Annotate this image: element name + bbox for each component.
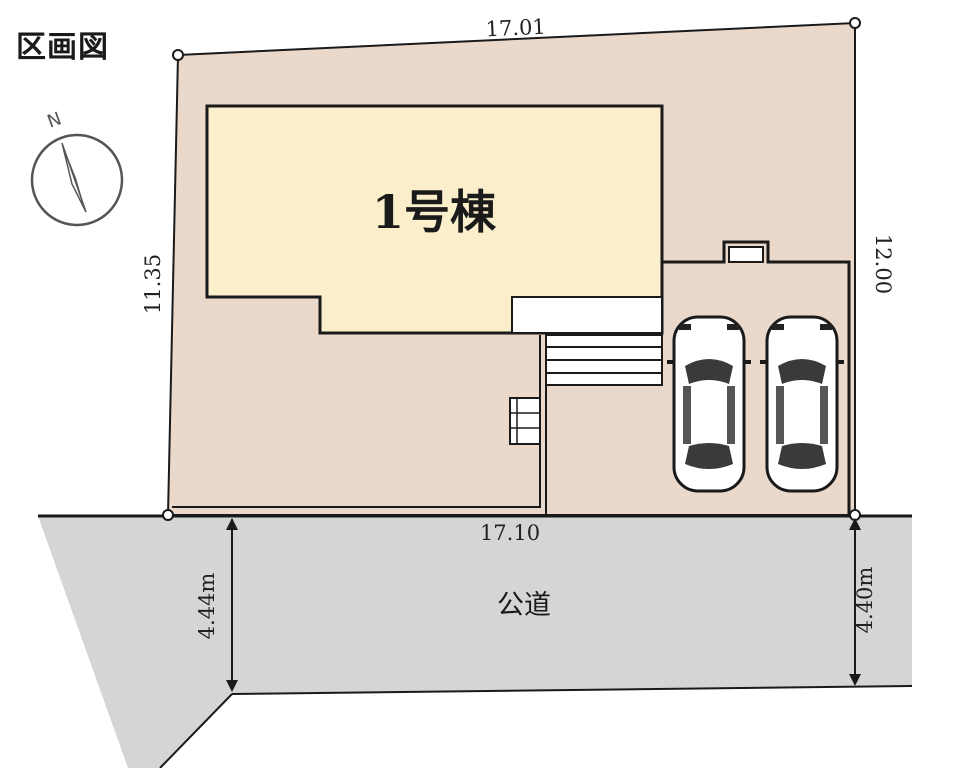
- road-width-left-line: [226, 518, 238, 692]
- lot-inner-line: [172, 335, 541, 508]
- building-label: 1号棟: [372, 185, 497, 239]
- page-title: 区画図: [16, 30, 109, 65]
- north-arrow-icon: N: [30, 108, 124, 227]
- building-footprint: [205, 104, 664, 335]
- road-edge-line: [231, 685, 913, 695]
- road-area: [38, 516, 912, 768]
- road-width-right-label: 4.40m: [853, 567, 877, 634]
- porch: [511, 296, 663, 334]
- parking-boundary: [663, 240, 851, 515]
- left-dimension: 11.35: [141, 254, 165, 314]
- bottom-dimension: 17.10: [480, 521, 540, 545]
- road-width-right-line: [849, 518, 861, 686]
- road-label: 公道: [497, 590, 551, 621]
- top-dimension: 17.01: [485, 15, 546, 42]
- compass-label: N: [45, 108, 65, 132]
- meter-box: [728, 246, 764, 263]
- car-icon: [667, 315, 751, 493]
- road-width-left-label: 4.44m: [195, 573, 219, 640]
- road-corner-line: [159, 693, 233, 768]
- corner-marker: [162, 509, 174, 521]
- corner-marker: [172, 49, 184, 61]
- right-dimension: 12.00: [871, 234, 895, 294]
- side-steps: [509, 397, 541, 445]
- car-icon: [760, 315, 844, 493]
- corner-marker: [849, 17, 861, 29]
